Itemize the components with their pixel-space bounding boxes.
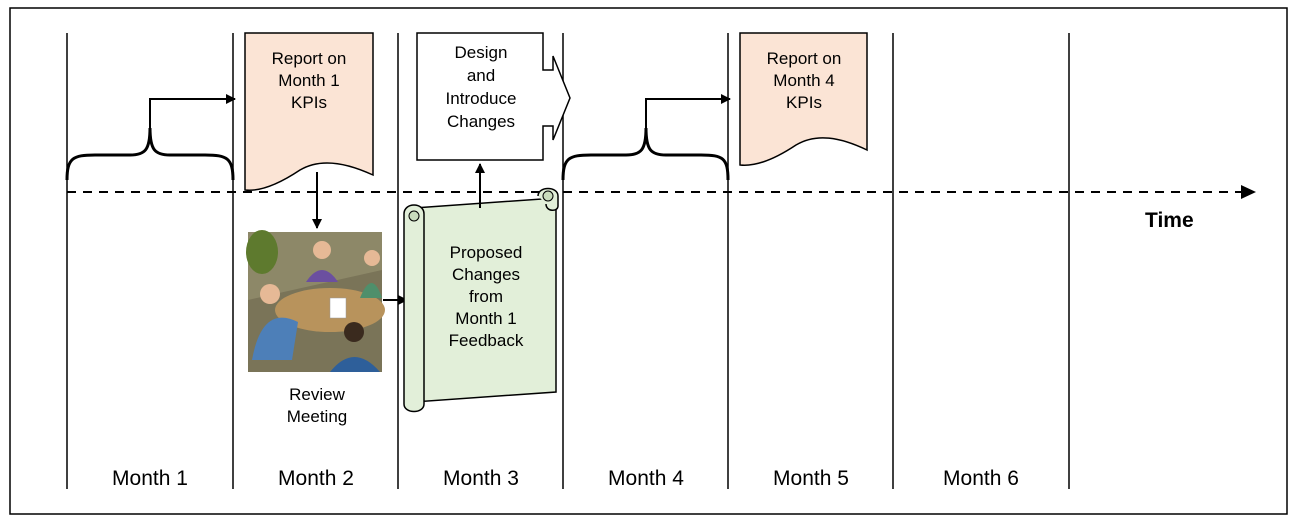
time-label: Time bbox=[1145, 209, 1194, 232]
person-head bbox=[344, 322, 364, 342]
proposed-line-4: Month 1 bbox=[455, 309, 516, 328]
person-head bbox=[260, 284, 280, 304]
diagram-border bbox=[9, 7, 1288, 515]
month-labels: Month 1 Month 2 Month 3 Month 4 Month 5 … bbox=[112, 467, 1019, 490]
report-month-4-shape bbox=[739, 32, 868, 166]
design-line-4: Changes bbox=[447, 112, 515, 131]
proposed-changes-scroll bbox=[403, 187, 559, 413]
report-month-4-line-2: Month 4 bbox=[773, 71, 834, 90]
review-meeting-line-2: Meeting bbox=[287, 407, 347, 426]
design-line-3: Introduce bbox=[446, 89, 517, 108]
design-line-2: and bbox=[467, 66, 495, 85]
report-month-4-line-1: Report on bbox=[767, 49, 842, 68]
person-body bbox=[360, 283, 382, 298]
month-label-2: Month 2 bbox=[278, 467, 354, 490]
person-head bbox=[364, 250, 380, 266]
report-month-1-line-1: Report on bbox=[272, 49, 347, 68]
proposed-line-3: from bbox=[469, 287, 503, 306]
person-body bbox=[306, 270, 338, 282]
review-meeting-line-1: Review bbox=[289, 385, 345, 404]
proposed-line-1: Proposed bbox=[450, 243, 523, 262]
scroll-top-left-knob bbox=[408, 210, 420, 222]
report-month-4-line-3: KPIs bbox=[786, 93, 822, 112]
report-month-1-line-3: KPIs bbox=[291, 93, 327, 112]
person-head bbox=[313, 241, 331, 259]
design-line-1: Design bbox=[455, 43, 508, 62]
scroll-left-curl bbox=[403, 204, 425, 413]
proposed-line-2: Changes bbox=[452, 265, 520, 284]
arrow-brace1-to-report1 bbox=[149, 94, 236, 128]
month-label-5: Month 5 bbox=[773, 467, 849, 490]
month-label-4: Month 4 bbox=[608, 467, 684, 490]
report-month-1-line-2: Month 1 bbox=[278, 71, 339, 90]
month-label-1: Month 1 bbox=[112, 467, 188, 490]
time-axis-arrowhead bbox=[1241, 185, 1256, 199]
scroll-top-right-knob bbox=[542, 190, 554, 202]
design-changes-shape bbox=[416, 32, 571, 161]
meeting-illustration bbox=[246, 230, 385, 372]
meeting-plant bbox=[246, 230, 278, 274]
person-body bbox=[330, 357, 380, 372]
proposed-line-5: Feedback bbox=[449, 331, 524, 350]
month-label-3: Month 3 bbox=[443, 467, 519, 490]
report-month-1-shape bbox=[244, 32, 374, 191]
month-label-6: Month 6 bbox=[943, 467, 1019, 490]
arrow-brace4-to-report4 bbox=[645, 94, 731, 128]
person-body bbox=[252, 317, 298, 360]
meeting-paper bbox=[329, 297, 347, 319]
